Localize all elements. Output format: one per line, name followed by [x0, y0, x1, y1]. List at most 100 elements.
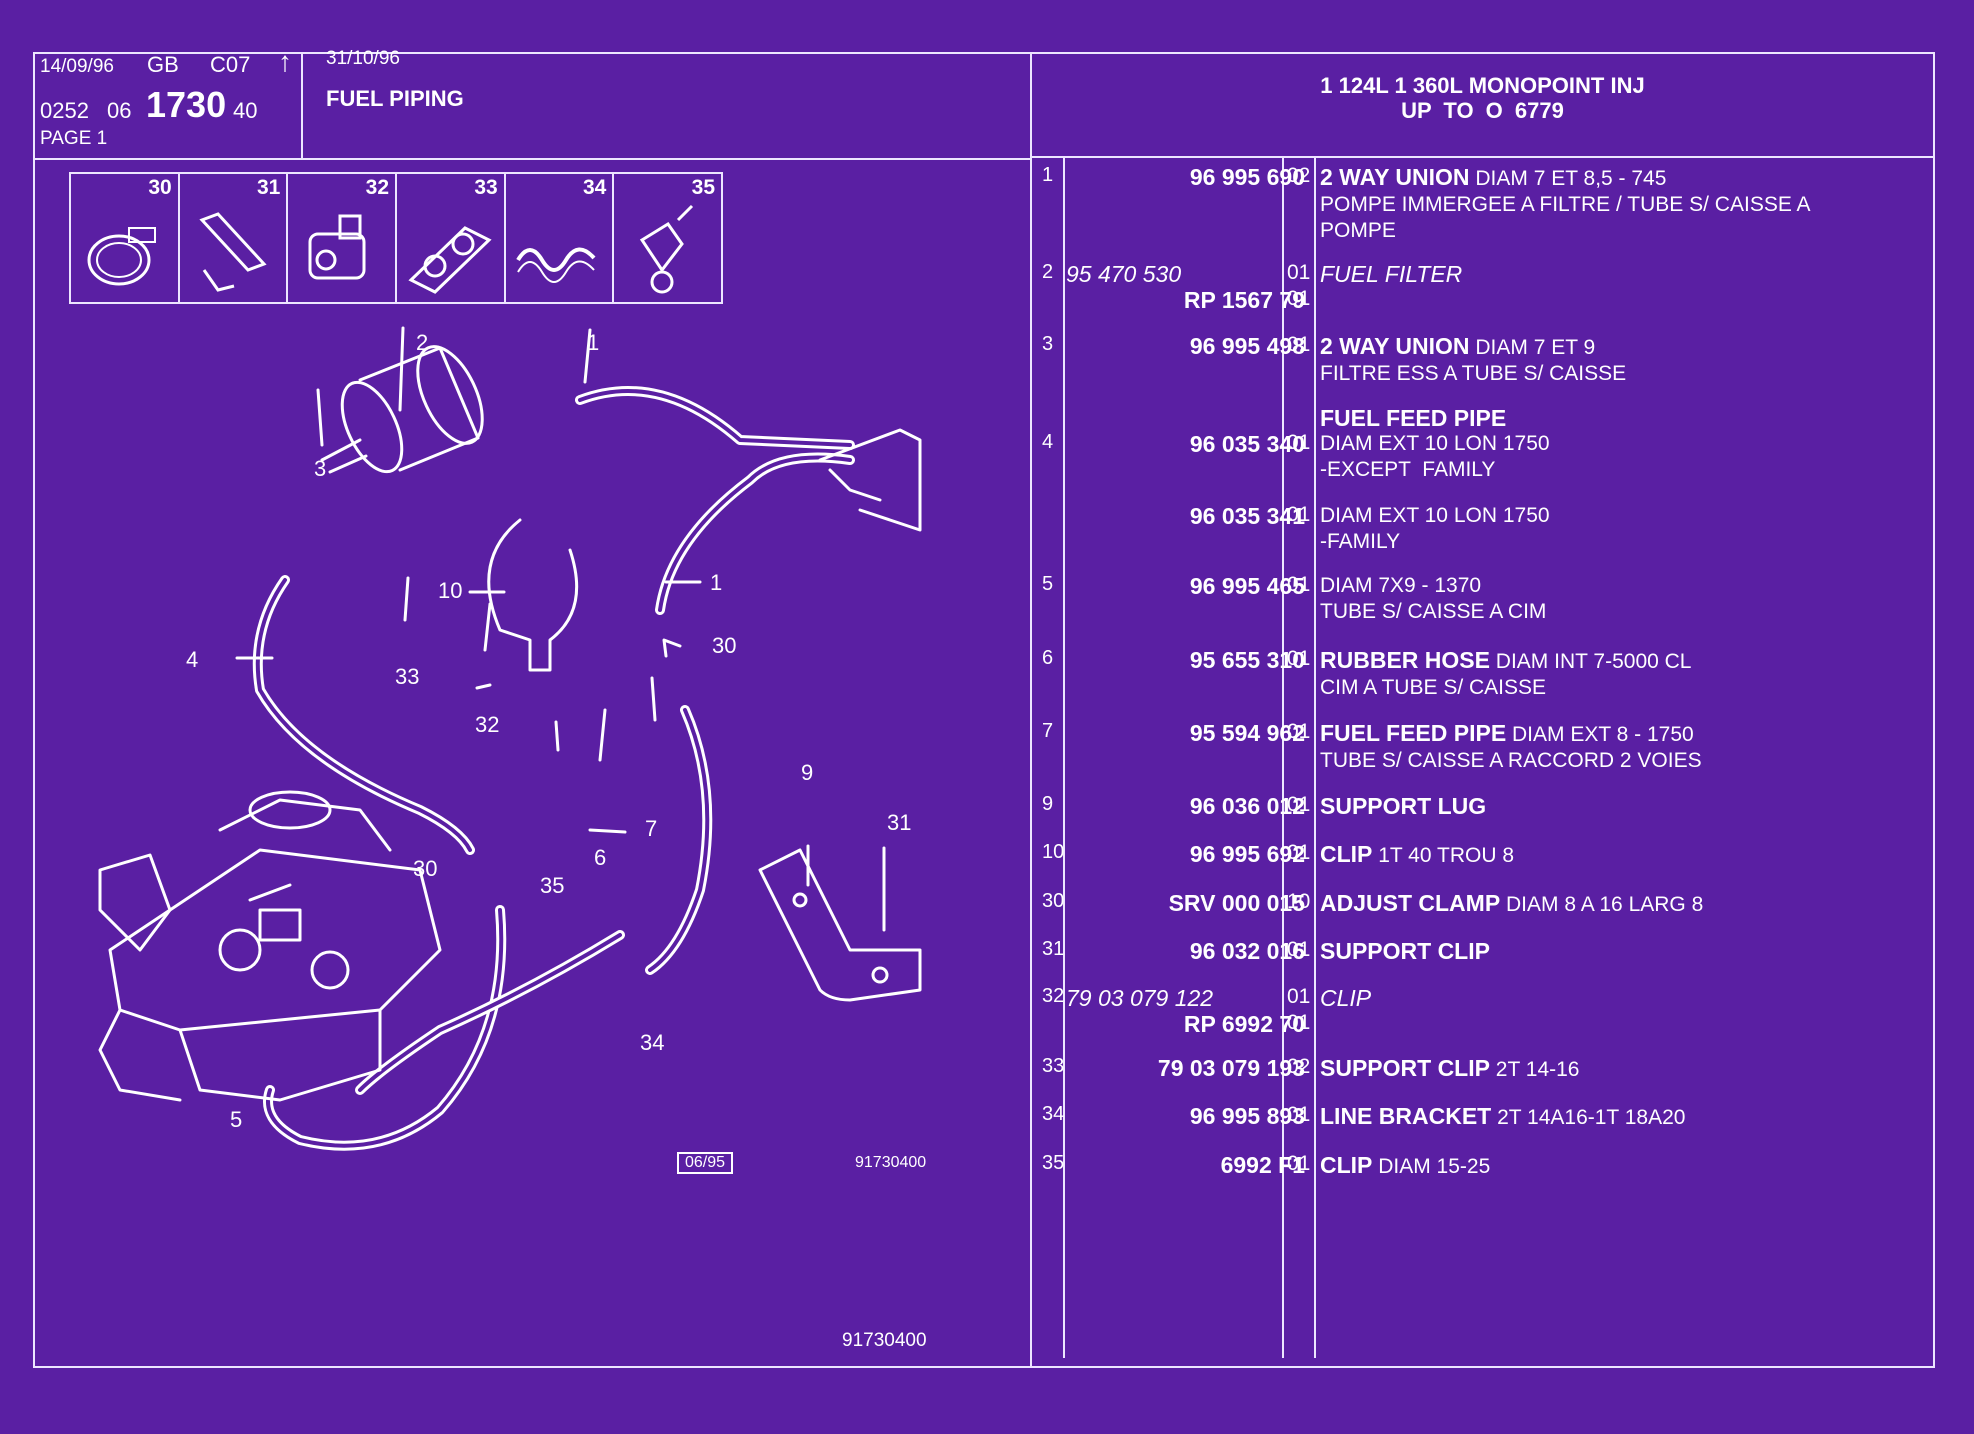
part-detail-line: TUBE S/ CAISSE A CIM — [1320, 600, 1547, 623]
part-spec: DIAM 7 ET 9 — [1469, 336, 1596, 359]
part-detail-line: -EXCEPT FAMILY — [1320, 458, 1496, 481]
part-name: CLIP — [1320, 841, 1373, 867]
part-item-number: 7 — [1042, 720, 1054, 742]
part-item-number: 34 — [1042, 1103, 1065, 1125]
part-quantity: 01 — [1287, 938, 1311, 961]
clip-icon — [308, 214, 366, 280]
part-item-number: 32 — [1042, 985, 1065, 1007]
part-reference: 96 995 692 — [1189, 841, 1305, 867]
part-quantity: 01 — [1287, 1103, 1311, 1126]
part-spec: DIAM 7X9 - 1370 — [1320, 574, 1482, 597]
drawing-stamp: 06/95 — [677, 1152, 734, 1174]
part-quantity: 01 — [1287, 503, 1311, 526]
injection-unit-part — [98, 790, 442, 1102]
part-description: ADJUST CLAMP DIAM 8 A 16 LARG 8 — [1320, 890, 1703, 918]
col-divider-3 — [1314, 156, 1316, 1358]
part-description: CLIP — [1320, 985, 1371, 1013]
part-item-number: 30 — [1042, 890, 1065, 912]
callout-5: 5 — [230, 1107, 243, 1132]
part-reference: 96 035 341 — [1189, 503, 1305, 529]
callout-34: 34 — [640, 1030, 665, 1055]
col-divider-2 — [1282, 156, 1284, 1358]
part-spec: DIAM 8 A 16 LARG 8 — [1500, 893, 1704, 916]
header-date1: 14/09/96 — [40, 56, 114, 77]
part-sub-reference: RP 1567 79 — [1183, 287, 1305, 313]
callout-10: 10 — [438, 578, 463, 603]
part-item-number: 31 — [1042, 938, 1065, 960]
part-quantity: 01 — [1287, 985, 1311, 1008]
thumb-30: 30 — [71, 174, 180, 302]
part-reference: 96 995 498 — [1189, 333, 1305, 359]
hose-clamp-icon — [87, 227, 156, 286]
part-spec: DIAM EXT 10 LON 1750 — [1320, 504, 1550, 527]
part-name: 2 WAY UNION — [1320, 333, 1470, 359]
support-clip-icon — [199, 212, 267, 292]
part-reference: 95 594 962 — [1189, 720, 1305, 746]
header-arrow: ↑ — [278, 46, 292, 77]
thumb-label: 35 — [691, 176, 716, 199]
part-detail-line: CIM A TUBE S/ CAISSE — [1320, 676, 1547, 699]
part-description: CLIP DIAM 15-25 — [1320, 1152, 1490, 1180]
part-name: 2 WAY UNION — [1320, 164, 1470, 190]
part-detail-line: -FAMILY — [1320, 530, 1401, 553]
thumb-label: 34 — [583, 176, 607, 199]
part-spec: DIAM 7 ET 8,5 - 745 — [1469, 167, 1667, 190]
part-detail-line: TUBE S/ CAISSE A RACCORD 2 VOIES — [1320, 749, 1702, 772]
part-spec: DIAM INT 7-5000 CL — [1489, 650, 1692, 673]
footer-number: 91730400 — [842, 1330, 927, 1351]
header-date2: 31/10/96 — [326, 48, 400, 69]
part-description: SUPPORT CLIP 2T 14-16 — [1320, 1055, 1579, 1083]
page-title: FUEL PIPING — [326, 86, 464, 111]
part-reference: 79 03 079 193 — [1157, 1055, 1305, 1081]
callout-6: 6 — [594, 845, 607, 870]
callout-32: 32 — [475, 712, 500, 737]
callout-9: 9 — [801, 760, 814, 785]
thumb-31: 31 — [180, 174, 289, 302]
part-reference: 95 655 310 — [1189, 647, 1305, 673]
thumb-label: 31 — [256, 176, 281, 199]
part-quantity: 01 — [1287, 573, 1311, 596]
part-name-italic: FUEL FILTER — [1320, 261, 1463, 287]
fuel-piping-diagram — [98, 326, 922, 1151]
part-reference: 6992 F1 — [1220, 1152, 1305, 1178]
part-spec: 2T 14-16 — [1489, 1058, 1580, 1081]
part-item-number: 35 — [1042, 1152, 1065, 1174]
part-spec: 2T 14A16-1T 18A20 — [1491, 1106, 1686, 1129]
header-code: C07 — [210, 52, 251, 77]
header-ref-a: 0252 — [40, 98, 89, 123]
part-name: SUPPORT CLIP — [1320, 1055, 1490, 1081]
header-lang: GB — [147, 52, 179, 77]
part-name: ADJUST CLAMP — [1320, 890, 1501, 916]
part-item-number: 2 — [1042, 261, 1054, 283]
part-description: SUPPORT LUG — [1320, 793, 1486, 821]
part-quantity: 01 — [1287, 333, 1311, 356]
callout-1-mid: 1 — [710, 570, 723, 595]
callout-35: 35 — [540, 873, 565, 898]
part-item-number: 1 — [1042, 164, 1054, 186]
part-sub-quantity: 01 — [1287, 287, 1311, 310]
header-ref-main: 1730 — [146, 84, 227, 125]
fuel-filter-part — [320, 345, 484, 474]
part-description: LINE BRACKET 2T 14A16-1T 18A20 — [1320, 1103, 1685, 1131]
part-description: DIAM EXT 10 LON 1750 -EXCEPT FAMILY — [1320, 431, 1550, 483]
callout-30-upper: 30 — [712, 633, 737, 658]
part-quantity: 02 — [1287, 164, 1311, 187]
drawing-number: 91730400 — [855, 1154, 927, 1171]
part-spec: DIAM EXT 8 - 1750 — [1506, 723, 1694, 746]
clip-35-icon — [640, 204, 694, 294]
part-item-number: 9 — [1042, 793, 1054, 815]
part-quantity: 01 — [1287, 647, 1311, 670]
part-quantity: 01 — [1287, 1152, 1311, 1175]
part-quantity: 02 — [1287, 1055, 1311, 1078]
callout-33: 33 — [395, 664, 420, 689]
part-description: CLIP 1T 40 TROU 8 — [1320, 841, 1514, 869]
part-description: DIAM EXT 10 LON 1750 -FAMILY — [1320, 503, 1550, 555]
header-page: PAGE 1 — [40, 128, 108, 149]
part-spec: 1T 40 TROU 8 — [1372, 844, 1515, 867]
part-spec: DIAM EXT 10 LON 1750 — [1320, 432, 1550, 455]
part-quantity: 01 — [1287, 793, 1311, 816]
part-name: RUBBER HOSE — [1320, 647, 1490, 673]
